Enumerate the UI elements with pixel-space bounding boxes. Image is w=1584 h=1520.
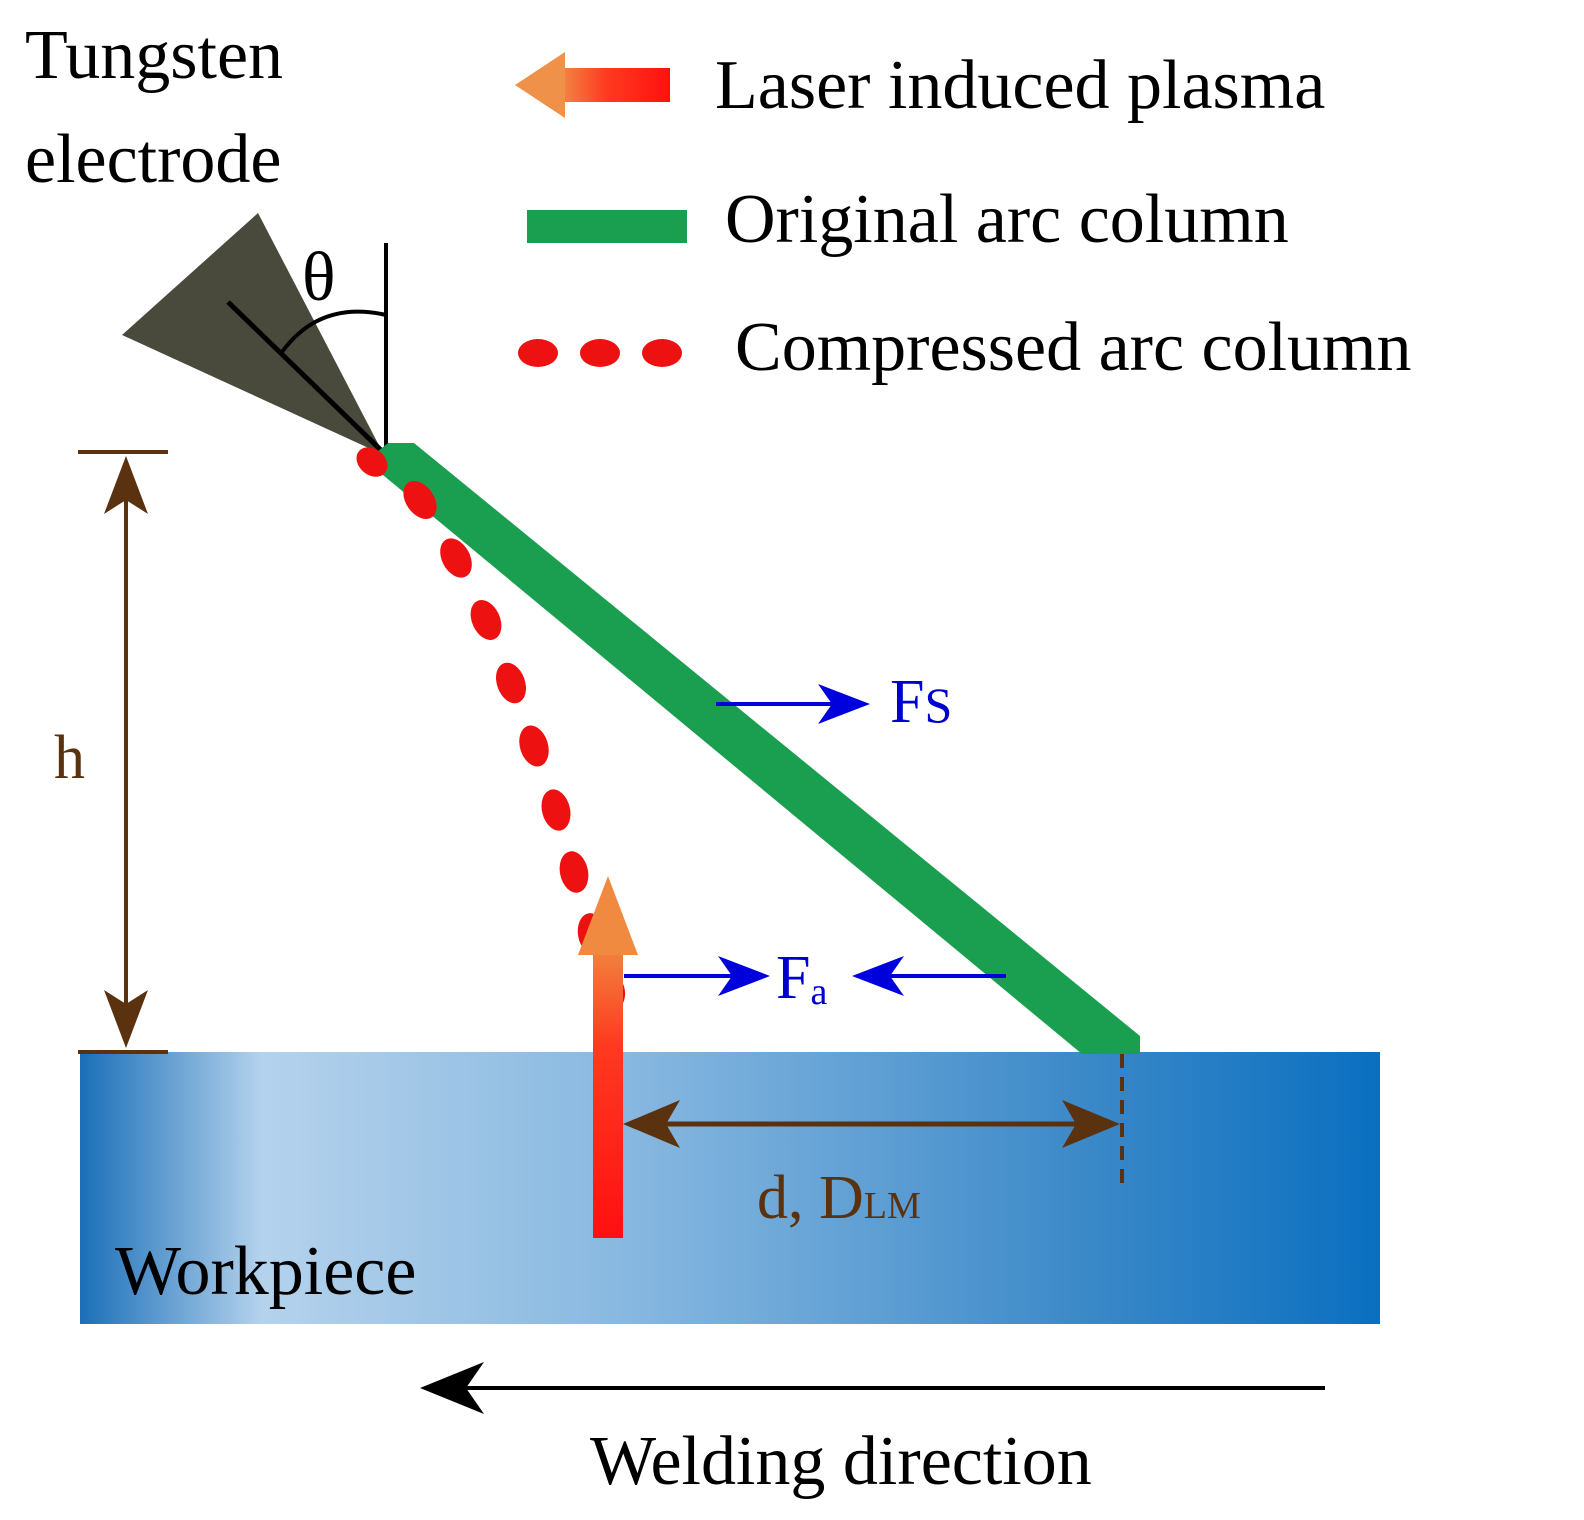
force-fa-main: F bbox=[776, 944, 810, 1012]
force-fs-sub: S bbox=[924, 677, 952, 733]
force-fa-sub: a bbox=[810, 971, 827, 1013]
electrode-label-line2: electrode bbox=[25, 121, 281, 198]
distance-label: d, DLM bbox=[757, 1164, 921, 1232]
laser-plasma-arrow bbox=[578, 876, 638, 1238]
tungsten-electrode bbox=[122, 213, 384, 455]
force-fa-label: Fa bbox=[776, 944, 827, 1013]
legend-laser-plasma-arrow bbox=[515, 52, 670, 118]
legend-original-arc-label: Original arc column bbox=[725, 181, 1289, 258]
distance-main: d, D bbox=[757, 1164, 864, 1232]
distance-sub: LM bbox=[864, 1185, 921, 1227]
force-fs-main: F bbox=[890, 668, 924, 736]
angle-arc bbox=[280, 309, 387, 354]
force-fa-right-arrow bbox=[624, 956, 770, 996]
legend-compressed-arc-label: Compressed arc column bbox=[735, 309, 1411, 386]
height-dimension bbox=[78, 450, 168, 1054]
electrode-label-line1: Tungsten bbox=[25, 17, 283, 94]
distance-dimension bbox=[623, 1100, 1120, 1148]
legend-laser-plasma-label: Laser induced plasma bbox=[715, 47, 1325, 124]
angle-theta-label: θ bbox=[302, 239, 336, 316]
welding-direction-arrow bbox=[420, 1362, 1325, 1414]
electrode-axis-line bbox=[226, 300, 388, 457]
force-fa-left-arrow bbox=[852, 956, 1006, 996]
height-label: h bbox=[54, 724, 85, 792]
workpiece-label: Workpiece bbox=[115, 1233, 416, 1310]
force-fs-arrow bbox=[716, 684, 870, 724]
force-fs-label: FS bbox=[890, 668, 952, 736]
workpiece-block bbox=[80, 1052, 1380, 1324]
original-arc-column bbox=[366, 443, 1140, 1054]
legend-original-arc-swatch bbox=[527, 210, 687, 243]
welding-direction-label: Welding direction bbox=[590, 1423, 1092, 1500]
legend-compressed-arc-swatch bbox=[518, 339, 682, 367]
